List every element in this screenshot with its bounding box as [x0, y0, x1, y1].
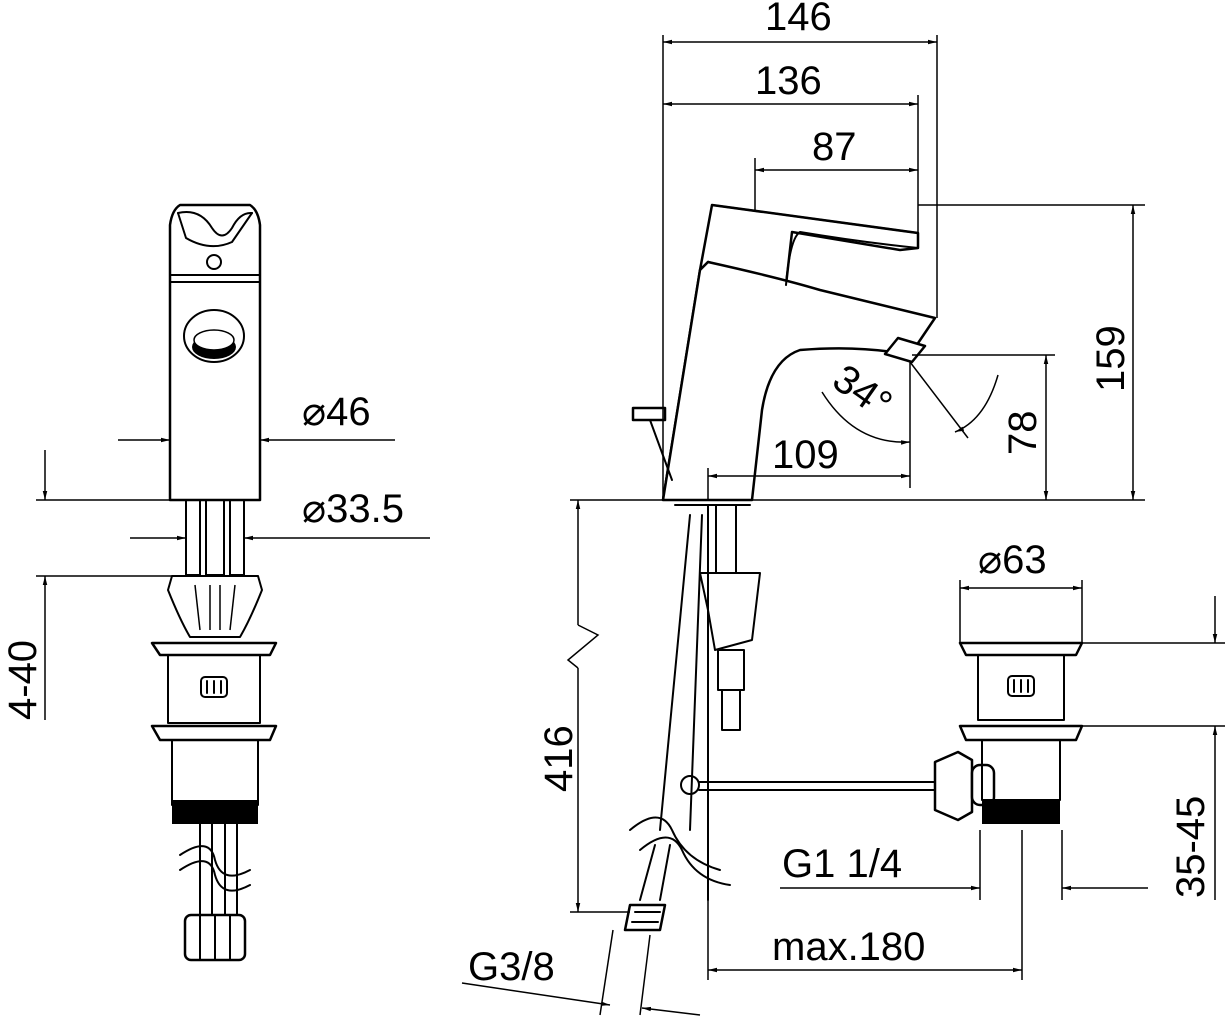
outlet-offset-label: 109 [772, 433, 839, 477]
drain-rod-length-dimension: max.180 [708, 925, 1022, 973]
countertop-thickness-label: 4-40 [1, 640, 45, 720]
hose-length-dimension: 416 [537, 500, 600, 912]
body-diameter-dimension: ⌀46 [118, 390, 395, 443]
outlet-height-dimension: 78 [1001, 355, 1049, 500]
outlet-offset-dimension: 109 [708, 433, 910, 479]
lever-reach-label: 87 [812, 125, 857, 169]
hose-side [623, 816, 731, 932]
drain-depth-label: 35-45 [1169, 796, 1213, 898]
faucet-body-side [631, 203, 937, 502]
mounting-set-front [167, 575, 263, 638]
supply-shanks-front [185, 499, 245, 576]
mounting-set-side [659, 504, 761, 901]
spout-angle-label: 34° [825, 356, 900, 427]
drain-rod-length-label: max.180 [772, 925, 925, 969]
hoses-front [179, 823, 251, 962]
body-diameter-label: ⌀46 [302, 390, 371, 434]
extension-lines [570, 35, 1225, 980]
side-view: 146 136 87 159 78 34° [461, 0, 1225, 1016]
drain-thread-dimension: G1 1/4 [780, 842, 1148, 891]
shank-diameter-label: ⌀33.5 [302, 487, 404, 531]
spout-reach-dimension: 136 [663, 59, 918, 107]
drain-side [958, 641, 1084, 824]
outlet-height-label: 78 [1001, 411, 1045, 456]
overall-width-dimension: 146 [663, 0, 937, 45]
drain-thread-label: G1 1/4 [782, 842, 902, 886]
front-view: ⌀46 ⌀33.5 4-40 [1, 203, 430, 962]
drain-diameter-label: ⌀63 [978, 538, 1047, 582]
shank-diameter-dimension: ⌀33.5 [130, 487, 430, 541]
faucet-body-front [168, 203, 262, 502]
drain-front [150, 641, 278, 824]
hose-length-label: 416 [537, 725, 581, 792]
hose-thread-label: G3/8 [468, 945, 555, 989]
spout-reach-label: 136 [755, 59, 822, 103]
drain-depth-dimension: 35-45 [1169, 596, 1218, 900]
drain-diameter-dimension: ⌀63 [960, 538, 1082, 591]
lever-reach-dimension: 87 [755, 125, 918, 173]
drain-rod [680, 750, 996, 822]
countertop-thickness-dimension: 4-40 [1, 450, 172, 720]
total-height-dimension: 159 [1089, 205, 1136, 500]
hose-thread-dimension: G3/8 [461, 929, 701, 1016]
total-height-label: 159 [1089, 325, 1133, 392]
overall-width-label: 146 [765, 0, 832, 39]
